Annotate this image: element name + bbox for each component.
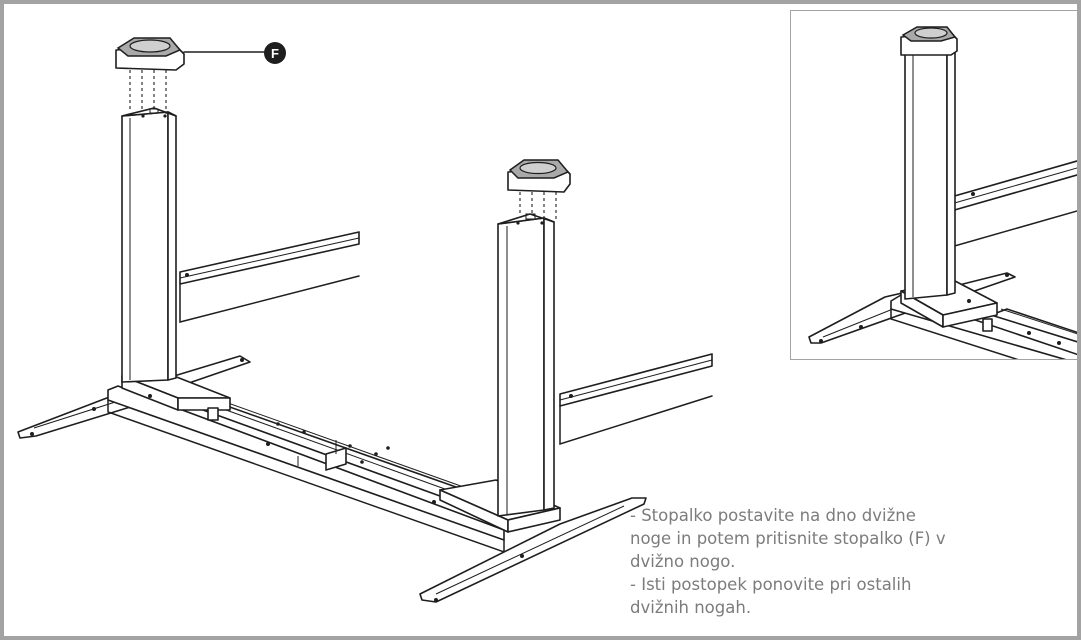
instruction-line: - Isti postopek ponovite pri ostalih xyxy=(630,575,912,594)
rear-crossbar xyxy=(179,231,713,446)
detail-leg-illustration xyxy=(808,26,1077,359)
right-leg-foot xyxy=(419,497,647,603)
right-foot-cap xyxy=(507,159,571,220)
callout-f-label: F xyxy=(271,45,279,61)
instruction-line: noge in potem pritisnite stopalko (F) v xyxy=(630,529,946,548)
instruction-line: - Stopalko postavite na dno dvižne xyxy=(630,506,916,525)
instruction-line: dvižnih nogah. xyxy=(630,598,752,617)
desk-frame-illustration xyxy=(17,37,713,603)
left-foot-cap xyxy=(115,37,267,114)
right-leg-column xyxy=(497,213,555,517)
instruction-text: - Stopalko postavite na dno dvižne noge … xyxy=(630,504,1075,619)
callout-f-marker: F xyxy=(264,42,286,64)
instruction-line: dvižno nogo. xyxy=(630,552,736,571)
lower-crossbar xyxy=(107,385,505,554)
left-leg-column xyxy=(121,107,177,383)
detail-inset-panel xyxy=(790,10,1077,360)
